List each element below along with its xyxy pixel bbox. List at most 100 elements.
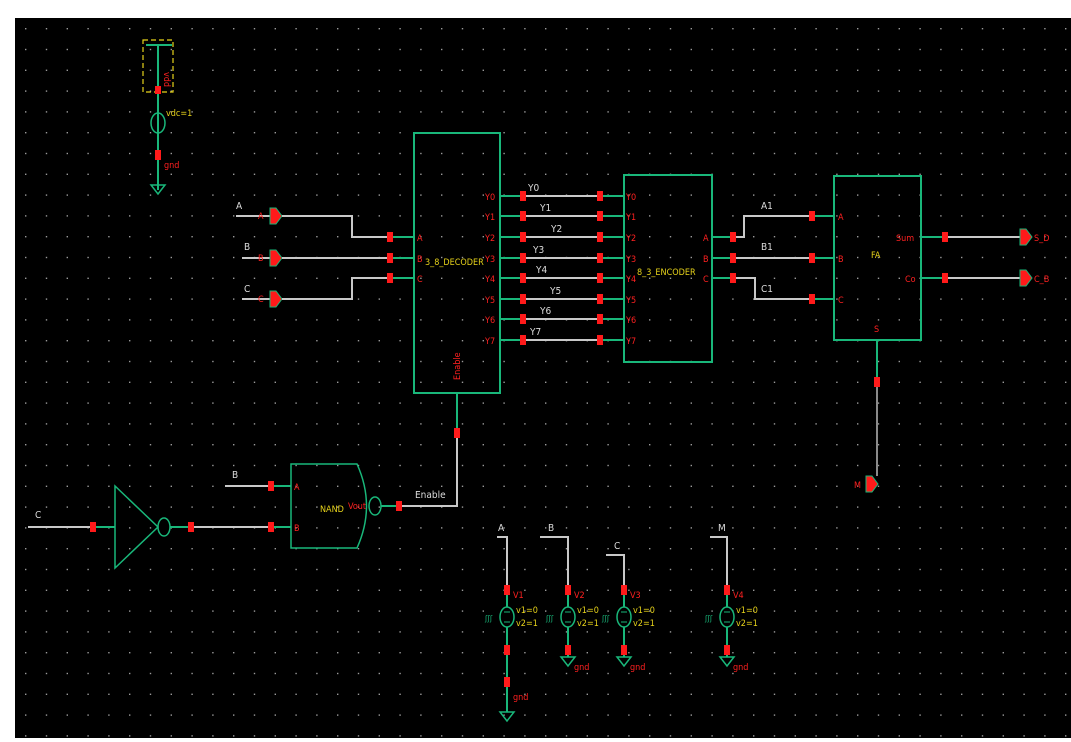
grid-dot <box>233 714 235 716</box>
grid-dot <box>586 132 588 134</box>
grid-dot <box>524 381 526 383</box>
fa-pin-co: Co <box>905 275 916 285</box>
vdd-source[interactable]: vdd vdc=1 gnd <box>142 39 192 196</box>
grid-dot <box>711 672 713 675</box>
grid-dot <box>815 527 817 529</box>
grid-dot <box>1023 90 1025 92</box>
grid-dot <box>836 298 838 300</box>
grid-dot <box>773 568 776 571</box>
nand-symbol[interactable] <box>290 463 368 549</box>
input-pin-c[interactable]: C C <box>242 277 390 308</box>
grid-dot <box>233 423 235 425</box>
encoder-in-pin: Y6 <box>625 316 636 326</box>
grid-dot <box>129 319 131 321</box>
schematic-canvas[interactable]: vdd vdc=1 gnd A A B B C C <box>15 18 1071 738</box>
grid-dot <box>274 194 276 196</box>
decoder-in-pin: C <box>417 275 423 285</box>
grid-dot <box>129 506 131 508</box>
grid-dot <box>940 693 942 695</box>
grid-dot <box>1044 693 1046 695</box>
grid-dot <box>441 423 443 425</box>
grid-dot <box>898 298 900 300</box>
input-pin-b[interactable]: B B <box>242 242 390 267</box>
grid-dot <box>108 444 110 446</box>
grid-dot <box>357 381 360 383</box>
nand-gate[interactable]: B A B NAND Vout <box>225 463 402 549</box>
grid-dot <box>87 28 89 30</box>
grid-dot <box>836 381 838 383</box>
grid-dot <box>253 652 256 654</box>
input-pins[interactable]: A A B B C C <box>236 201 390 308</box>
grid-dot <box>919 173 921 175</box>
grid-dot <box>961 381 963 383</box>
grid-dot <box>836 527 838 529</box>
grid-dot <box>482 381 484 383</box>
grid-dot <box>919 568 921 571</box>
inverter[interactable]: C <box>28 484 268 570</box>
grid-dot <box>981 298 984 300</box>
grid-dot <box>108 548 110 550</box>
enable-net[interactable]: Enable <box>402 393 460 507</box>
grid-dot <box>1002 527 1004 529</box>
grid-dot <box>981 527 984 529</box>
grid-dot <box>524 48 526 51</box>
grid-dot <box>649 485 651 487</box>
wire <box>606 554 625 585</box>
encoder-symbol[interactable] <box>623 174 713 363</box>
grid-dot <box>940 298 942 300</box>
grid-dot <box>961 152 963 155</box>
grid-dot <box>649 236 651 238</box>
grid-dot <box>836 631 838 633</box>
grid-dot <box>836 132 838 134</box>
grid-dot <box>357 568 360 571</box>
grid-dot <box>25 48 27 51</box>
grid-dot <box>877 527 880 529</box>
grid-dot <box>399 132 401 134</box>
grid-dot <box>420 173 422 175</box>
output-pin-s-d[interactable]: S_D <box>921 228 1049 246</box>
grid-dot <box>1023 360 1025 363</box>
grid-dot <box>399 610 401 612</box>
grid-dot <box>441 236 443 238</box>
grid-dot <box>586 173 588 175</box>
grid-dot <box>337 631 339 633</box>
grid-dot <box>503 672 505 675</box>
grid-dot <box>87 423 89 425</box>
full-adder-block[interactable]: A B C Sum Co FA S <box>833 175 922 341</box>
inverter-symbol[interactable] <box>114 484 160 570</box>
m-input-pin[interactable]: M <box>854 340 880 493</box>
output-pins[interactable]: S_D C_B <box>921 228 1049 287</box>
grid-dot <box>149 48 152 51</box>
grid-dot <box>149 714 152 716</box>
grid-dot <box>503 735 505 737</box>
grid-dot <box>503 714 505 716</box>
grid-dot <box>129 444 131 446</box>
grid-dot <box>441 527 443 529</box>
grid-dot <box>399 631 401 633</box>
grid-dot <box>607 652 609 654</box>
grid-dot <box>482 111 484 113</box>
output-pin-c-b[interactable]: C_B <box>921 269 1049 287</box>
stimulus-sources[interactable]: AV1ʃʃʃv1=0v2=1gndBV2ʃʃʃv1=0v2=1gndCV3ʃʃʃ… <box>484 523 758 723</box>
input-pin-a[interactable]: A A <box>236 201 390 238</box>
grid-dot <box>961 672 963 675</box>
grid-dot <box>357 610 360 612</box>
grid-dot <box>586 693 588 695</box>
grid-dot <box>378 173 380 175</box>
grid-dot <box>545 527 547 529</box>
encoder-fa-nets[interactable]: A1 B1 C1 <box>712 201 834 304</box>
pin-marker <box>454 428 460 438</box>
schematic[interactable]: vdd vdc=1 gnd A A B B C C <box>15 18 1071 738</box>
grid-dot <box>1065 132 1067 134</box>
grid-dot <box>1065 485 1067 487</box>
grid-dot <box>420 527 422 529</box>
grid-dot <box>669 485 672 487</box>
source-param-v1: v1=0 <box>736 606 758 616</box>
